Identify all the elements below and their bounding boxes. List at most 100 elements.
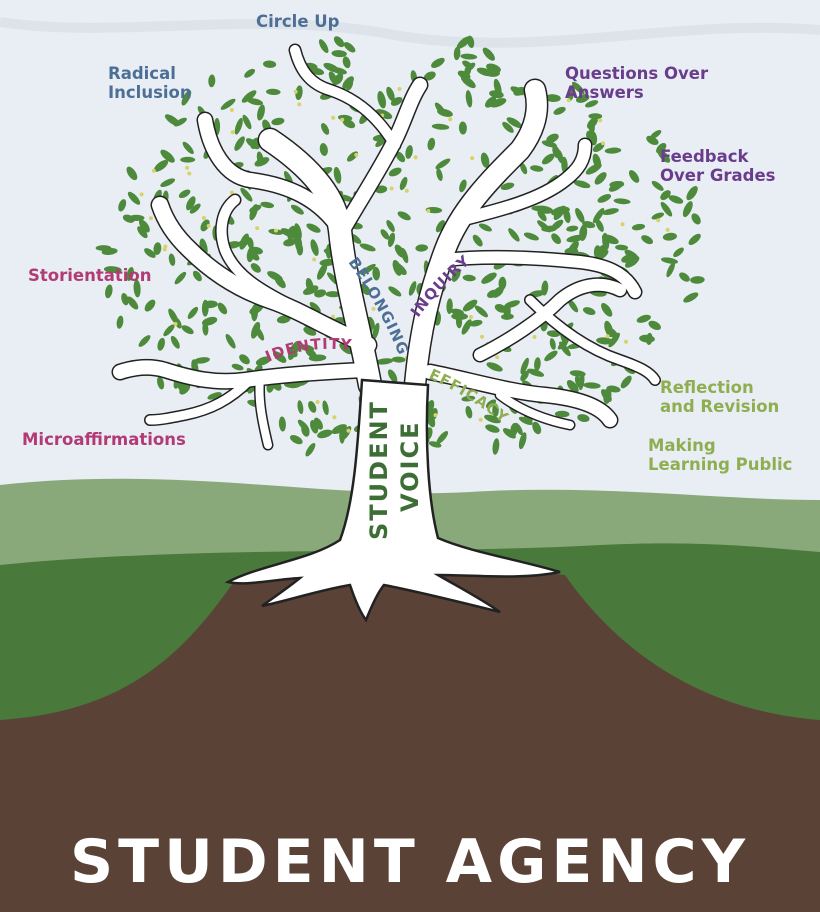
- leaf: [331, 424, 347, 435]
- leaf: [582, 307, 596, 316]
- leaf: [571, 81, 585, 95]
- blossom-dot: [340, 117, 345, 122]
- leaf: [460, 53, 478, 60]
- leaf: [537, 209, 547, 222]
- leaf: [308, 401, 317, 413]
- blossom-dot: [620, 222, 625, 227]
- leaf: [322, 400, 329, 416]
- leaf: [181, 325, 194, 335]
- leaf: [482, 47, 495, 61]
- leaf: [486, 362, 503, 372]
- leaf: [569, 370, 586, 377]
- leaf: [554, 410, 570, 418]
- leaf: [662, 232, 677, 241]
- leaf: [144, 248, 156, 258]
- label-line: Inclusion: [108, 83, 192, 102]
- leaf: [170, 335, 180, 349]
- tree-trunk: [224, 378, 561, 623]
- label-line: Learning Public: [648, 455, 793, 474]
- leaf: [435, 158, 451, 170]
- leaf: [181, 90, 192, 106]
- leaf: [342, 118, 356, 129]
- leaf: [595, 218, 604, 232]
- leaf: [242, 114, 252, 130]
- branch: [216, 195, 295, 310]
- leaf: [231, 363, 244, 371]
- leaf: [339, 343, 353, 355]
- leaf: [646, 332, 653, 345]
- leaf: [95, 245, 112, 251]
- blossom-dot: [185, 165, 190, 170]
- blossom-dot: [229, 108, 234, 112]
- blossom-dot: [470, 156, 475, 161]
- leaf: [187, 306, 199, 319]
- leaf: [492, 438, 500, 455]
- leaf: [556, 206, 570, 213]
- leaf: [668, 195, 684, 204]
- leaf: [200, 219, 210, 232]
- blossom-dot: [389, 186, 394, 191]
- leaf: [192, 270, 202, 282]
- leaf: [530, 165, 544, 172]
- leaf: [660, 190, 671, 201]
- label-storientation: Storientation: [28, 266, 151, 285]
- leaf: [168, 253, 176, 266]
- leaf: [534, 357, 541, 371]
- blossom-dot: [532, 335, 537, 339]
- leaf: [621, 254, 635, 263]
- blossom-dot: [665, 227, 670, 232]
- leaf: [567, 240, 579, 256]
- leaf: [105, 284, 113, 299]
- leaf: [386, 220, 395, 232]
- blossom-dot: [426, 208, 431, 213]
- leaf: [301, 424, 310, 437]
- leaf: [273, 351, 287, 363]
- leaf: [461, 319, 472, 335]
- branch: [474, 278, 626, 361]
- leaf: [551, 219, 564, 231]
- leaf: [604, 326, 619, 339]
- trunk-label-voice: VOICE: [396, 421, 424, 513]
- label-radical-inclusion: Radical Inclusion: [108, 64, 192, 102]
- leaf: [244, 68, 256, 78]
- leaf: [276, 315, 291, 324]
- leaf: [305, 442, 316, 457]
- leaf: [472, 234, 483, 247]
- blossom-dot: [397, 87, 402, 91]
- leaf: [295, 85, 303, 101]
- blossom-dot: [229, 190, 234, 195]
- leaf: [508, 228, 520, 242]
- leaf: [657, 149, 671, 163]
- leaf: [502, 428, 516, 439]
- leaf: [245, 138, 260, 150]
- leaf: [160, 149, 175, 163]
- leaf: [180, 156, 196, 163]
- leaf: [609, 180, 625, 189]
- leaf: [492, 403, 499, 417]
- leaf: [260, 201, 275, 209]
- leaf: [201, 299, 209, 317]
- leaf: [453, 46, 461, 61]
- branch: [423, 365, 617, 427]
- leaf: [251, 321, 261, 339]
- leaf: [118, 199, 127, 212]
- leaf: [121, 293, 129, 306]
- leaf: [343, 42, 356, 53]
- leaf: [661, 257, 678, 264]
- label-line: Microaffirmations: [22, 430, 186, 449]
- leaf: [271, 117, 285, 126]
- leaf: [601, 303, 613, 317]
- leaf: [506, 117, 522, 128]
- tree-branches: [111, 43, 661, 451]
- leaf: [456, 36, 471, 49]
- leaf: [257, 104, 265, 121]
- leaf: [319, 143, 328, 156]
- leaf: [501, 313, 514, 320]
- leaf: [330, 67, 347, 75]
- branch: [439, 251, 641, 298]
- leaf: [399, 176, 408, 191]
- leaf: [174, 271, 187, 285]
- leaf: [250, 263, 261, 273]
- blossom-dot: [206, 223, 211, 228]
